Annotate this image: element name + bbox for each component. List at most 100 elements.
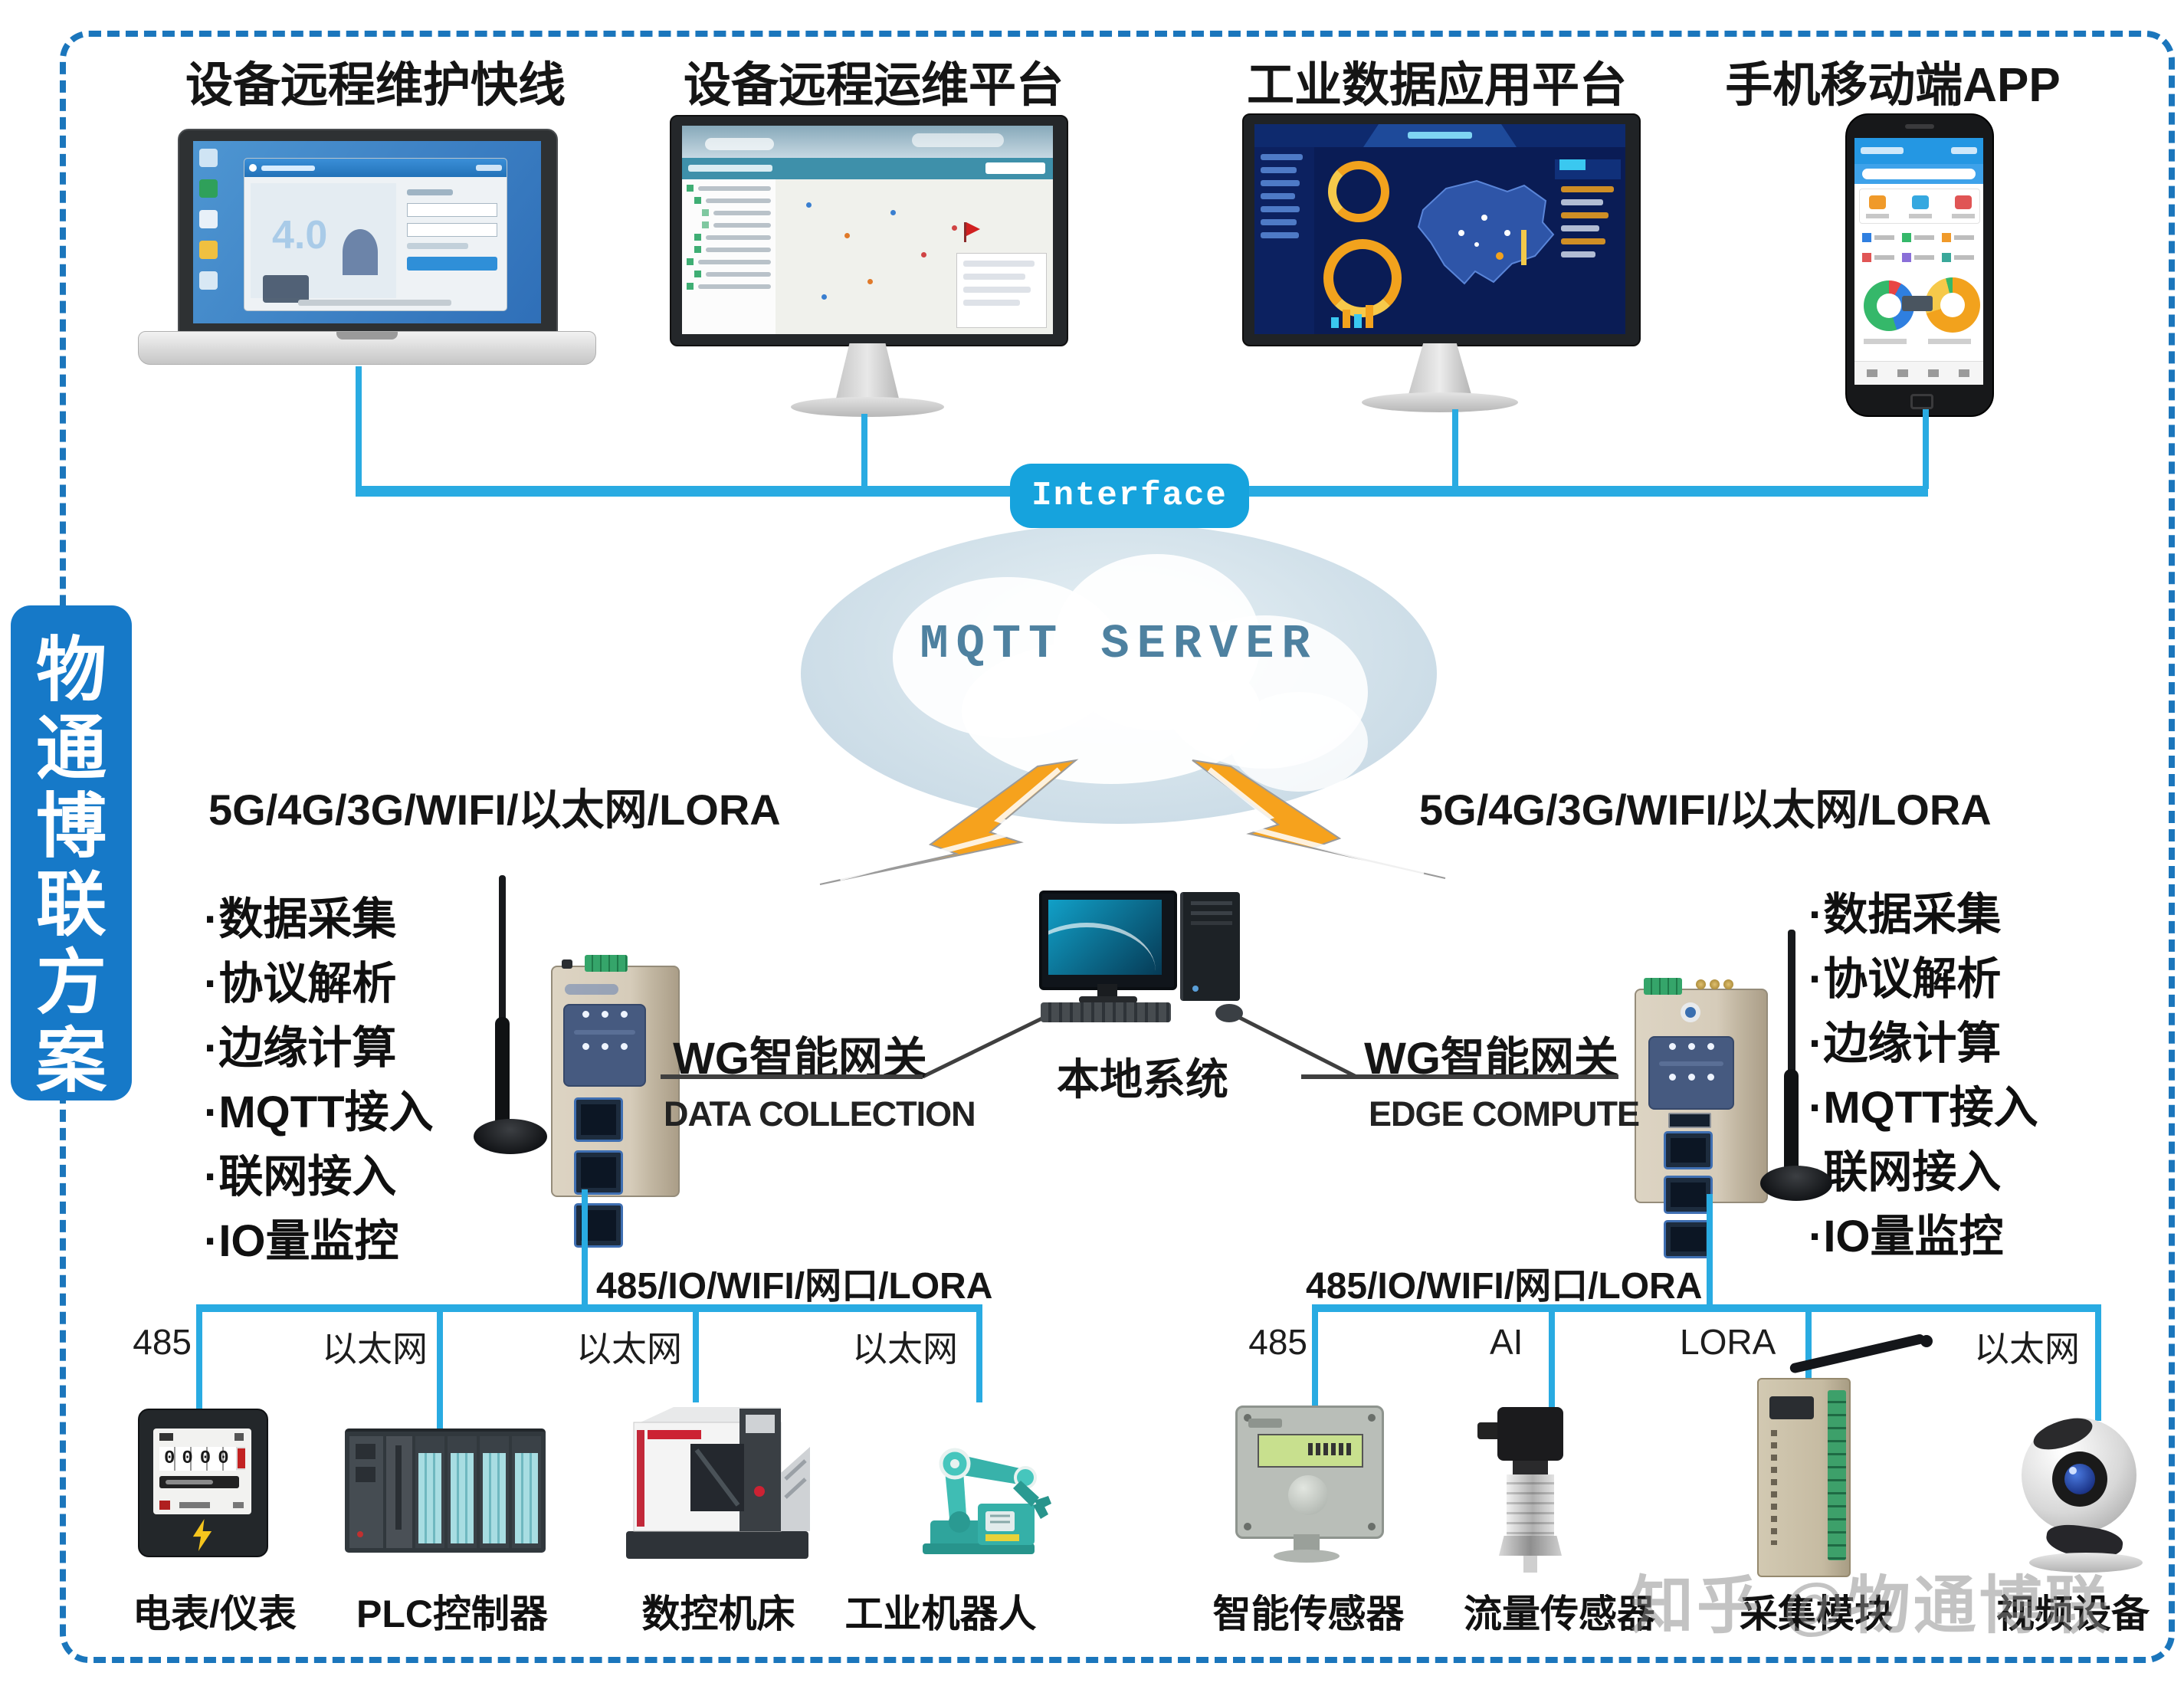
dashboard-china-map: [1417, 179, 1555, 285]
led-panel: [563, 1004, 646, 1087]
solution-plate: 物 通 博 联 方 案: [11, 605, 132, 1100]
module-green-terminal: [1828, 1390, 1846, 1560]
device-label-robot: 工业机器人: [844, 1593, 1037, 1635]
webcam-device: [2002, 1412, 2155, 1576]
feature-item: ·协议解析: [204, 959, 397, 1009]
port-label: 以太网: [322, 1329, 428, 1369]
phone-donut-left: [1864, 280, 1914, 331]
gateway-left-device: [471, 875, 694, 1248]
monitor-stand: [1408, 343, 1472, 397]
plc-link: [437, 1304, 443, 1429]
flow-sensor-link: [1549, 1304, 1555, 1409]
pc-tower: [1180, 892, 1240, 1001]
phone-donut-right: [1925, 277, 1980, 333]
feature-list-right: ·数据采集 ·协议解析 ·边缘计算 ·MQTT接入 ·联网接入 ·IO量监控: [1809, 883, 2038, 1269]
antenna: [1788, 930, 1795, 1083]
laptop-login-window: 4.0: [244, 158, 507, 311]
monitor-base: [1362, 392, 1518, 412]
meter-link: [196, 1304, 202, 1409]
dashboard-right-panel: [1555, 155, 1621, 308]
smart-sensor-device: [1235, 1406, 1384, 1563]
led-panel: [1648, 1036, 1734, 1110]
feature-item: ·IO量监控: [1809, 1212, 2004, 1261]
monitor-ops-platform: [670, 115, 1068, 418]
phone-device: [1845, 113, 1994, 417]
port-label: 485: [1248, 1322, 1307, 1362]
gateway-box: [1635, 978, 1768, 1258]
monitor-stand: [835, 343, 900, 402]
monitor-bezel: [670, 115, 1068, 346]
device-label-camera: 视频设备: [1996, 1593, 2150, 1635]
feature-list-left: ·数据采集 ·协议解析 ·边缘计算 ·MQTT接入 ·联网接入 ·IO量监控: [204, 887, 434, 1274]
terminal-block: [1644, 978, 1682, 995]
laptop-lid: 4.0: [178, 129, 558, 336]
mqtt-server-label: MQTT SERVER: [920, 617, 1318, 671]
laptop-link: [356, 366, 362, 489]
feature-item: ·数据采集: [204, 894, 397, 944]
mqtt-cloud: MQTT SERVER: [801, 523, 1437, 824]
local-system-pc: [1039, 886, 1246, 1028]
webcam-lens: [2052, 1451, 2107, 1507]
feature-item: ·联网接入: [1809, 1147, 2002, 1197]
dashboard-sidebar: [1254, 147, 1314, 334]
feature-item: ·边缘计算: [1809, 1018, 2002, 1068]
antenna-base: [474, 1119, 547, 1154]
laptop-login-button: [407, 257, 497, 271]
feature-item: ·MQTT接入: [1809, 1083, 2038, 1133]
solution-plate-char: 通: [35, 710, 107, 788]
platform-title-mobile-app: 手机移动端APP: [1725, 59, 2061, 112]
feature-item: ·数据采集: [1809, 890, 2002, 940]
laptop-40-text: 4.0: [272, 213, 328, 257]
gateway-left-downlink-line: [582, 1189, 588, 1306]
laptop-base: [138, 331, 596, 365]
meter-digit-strip: 0000: [159, 1446, 245, 1471]
platform-title-remote-maintenance: 设备远程维护快线: [185, 59, 566, 112]
phone-navbar: [1854, 361, 1983, 385]
laptop-device: 4.0: [138, 129, 596, 366]
phone-legend: [1859, 228, 1979, 270]
brand-logo: [1681, 1002, 1700, 1022]
interface-label: Interface: [1031, 477, 1228, 515]
map-flag-pin: [964, 222, 980, 242]
port-label: 以太网: [576, 1329, 682, 1369]
phone-link: [1923, 409, 1929, 489]
uplink-label-right: 5G/4G/3G/WIFI/以太网/LORA: [1419, 786, 1992, 834]
antenna-lower: [495, 1017, 510, 1128]
pc-mouse: [1215, 1004, 1243, 1022]
antenna-base: [1760, 1166, 1832, 1201]
port-label: 485: [133, 1322, 192, 1362]
monitor-screen-map: [682, 126, 1053, 334]
terminal-block: [585, 955, 628, 972]
feature-item: ·协议解析: [1809, 954, 2002, 1004]
monitor-screen-dashboard: [1254, 124, 1625, 334]
laptop-screen: 4.0: [193, 141, 541, 323]
uplink-label-left: 5G/4G/3G/WIFI/以太网/LORA: [208, 786, 781, 834]
solution-plate-char: 博: [35, 788, 107, 866]
robot-link: [976, 1304, 982, 1402]
collection-module-device: [1753, 1333, 1937, 1577]
gateway-right-underline: [1301, 1074, 1618, 1079]
pc-stand: [1097, 984, 1117, 998]
field-bus-left: [196, 1304, 982, 1312]
sensor-link: [1312, 1304, 1318, 1407]
laptop-login-form: [407, 189, 497, 297]
field-bus-right: [1312, 1304, 2101, 1312]
ethernet-ports: [1664, 1131, 1713, 1258]
monitor1-link: [861, 414, 867, 489]
interface-badge: Interface: [1010, 464, 1249, 528]
module-link: [1805, 1304, 1812, 1378]
gateway-left-underline: [661, 1074, 923, 1079]
gateway-left-subtitle: DATA COLLECTION: [664, 1094, 976, 1133]
industrial-robot-device: [923, 1448, 1051, 1554]
monitor-map-tree-panel: [682, 179, 776, 334]
port-label: LORA: [1680, 1322, 1776, 1362]
dashboard-ring-small: [1328, 161, 1389, 222]
meter-digits: 0000: [159, 1446, 236, 1471]
antenna: [499, 875, 506, 1028]
antenna-lower: [1784, 1069, 1799, 1176]
downlink-label-right: 485/IO/WIFI/网口/LORA: [1306, 1266, 1703, 1307]
monitor-dashboard: [1242, 113, 1641, 417]
monitor-map-area: [776, 179, 1053, 334]
platform-title-industrial-data: 工业数据应用平台: [1246, 59, 1627, 112]
